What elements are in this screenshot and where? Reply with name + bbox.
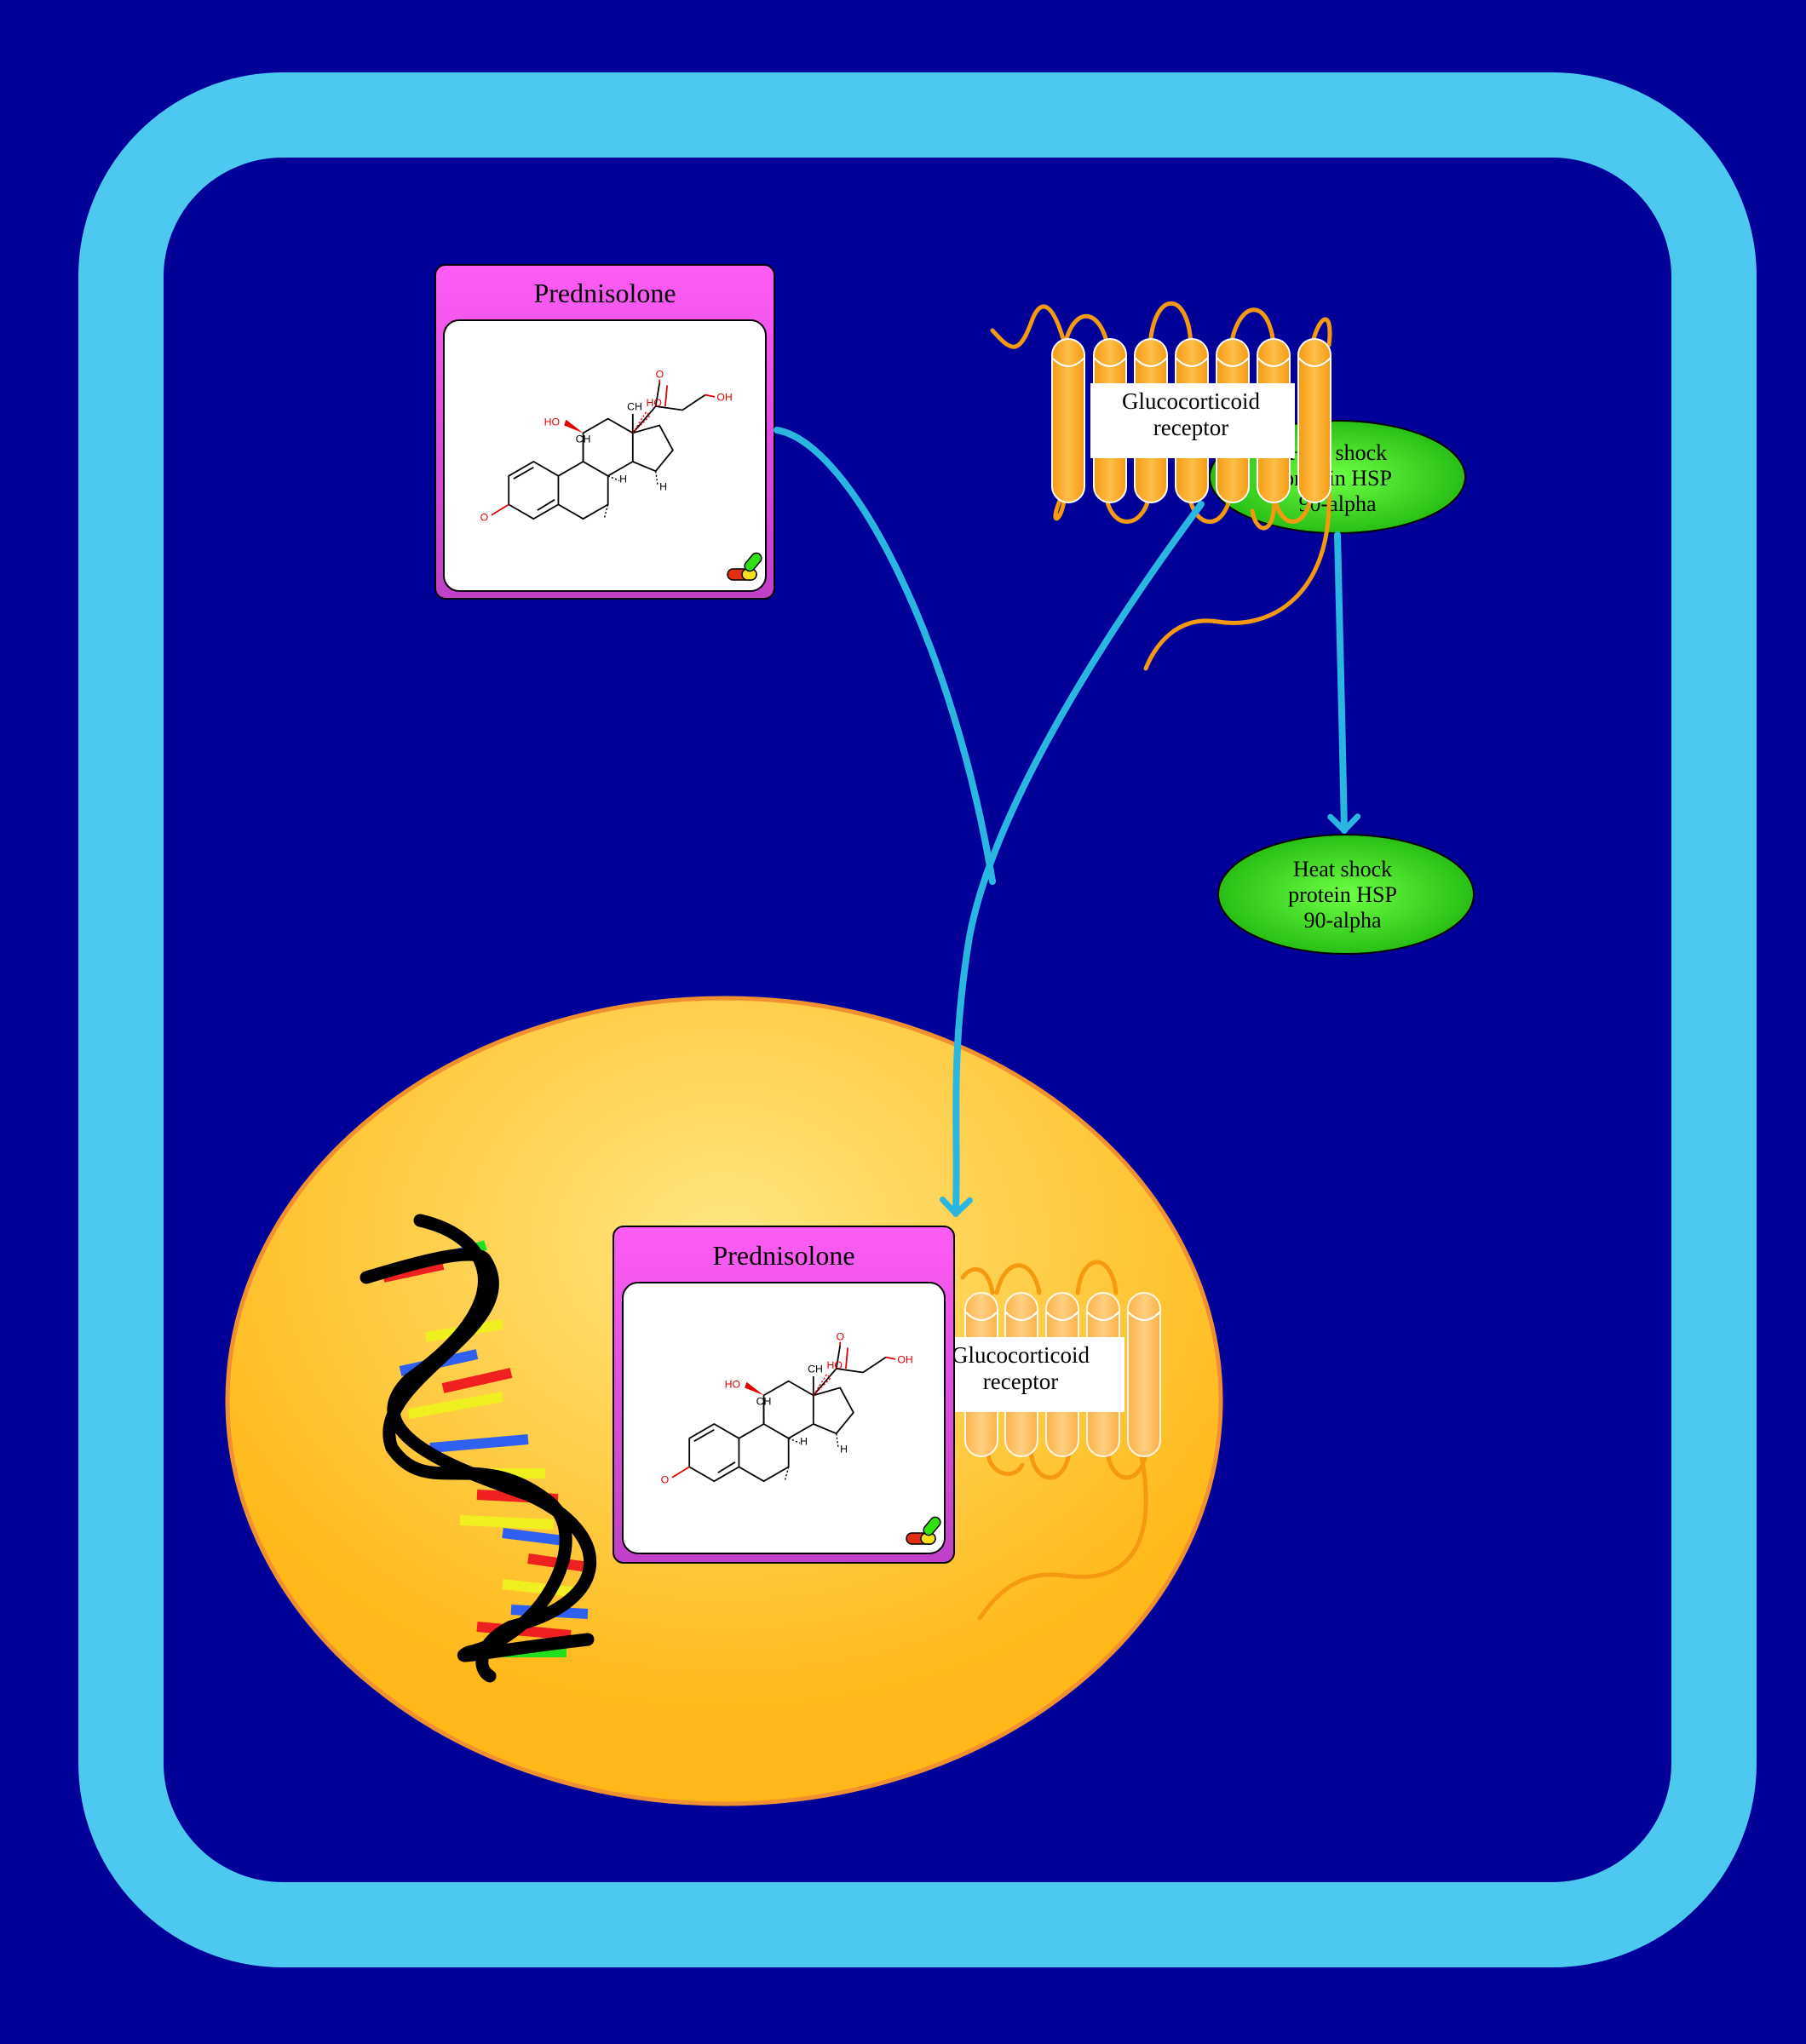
hydrogen-label-2: H bbox=[659, 481, 667, 493]
hydroxyl-label-3: OH bbox=[716, 391, 732, 403]
ketone-oxygen-label-n2: O bbox=[837, 1330, 845, 1342]
prednisolone-title-nucleus: Prednisolone bbox=[712, 1240, 854, 1271]
hsp-free-line1: Heat shock bbox=[1293, 857, 1392, 881]
hydroxyl-label-n: HO bbox=[725, 1378, 740, 1390]
hydrogen-label-n: H bbox=[800, 1436, 808, 1448]
receptor-label-line2: receptor bbox=[1153, 415, 1228, 440]
receptor-helix-caps bbox=[1051, 357, 1331, 367]
hydrogen-label-n2: H bbox=[840, 1444, 848, 1455]
prednisolone-title-cytoplasm: Prednisolone bbox=[533, 278, 676, 308]
hydroxyl-label-2: HO bbox=[646, 397, 661, 409]
dna-double-helix-icon bbox=[359, 1214, 596, 1683]
methyl-label-n: CH bbox=[756, 1396, 772, 1408]
hydroxyl-label-n2: HO bbox=[826, 1359, 842, 1371]
hydrogen-label: H bbox=[619, 474, 627, 485]
prednisolone-card-cytoplasm[interactable]: Prednisolone CH CH HO HO OH O O H H bbox=[434, 264, 775, 600]
receptor-label-line1: Glucocorticoid bbox=[1122, 388, 1260, 414]
hsp-free-line3: 90-alpha bbox=[1304, 908, 1382, 933]
receptor-helix-caps-nucleus bbox=[964, 1311, 1161, 1321]
ketone-oxygen-label: O bbox=[480, 511, 489, 523]
ketone-oxygen-label-2: O bbox=[656, 368, 664, 380]
arrows bbox=[774, 427, 1361, 1217]
hsp-free-line2: protein HSP bbox=[1288, 882, 1397, 907]
methyl-label: CH bbox=[576, 433, 591, 445]
hydroxyl-label-n3: OH bbox=[897, 1353, 912, 1365]
arrow-hsp-release[interactable] bbox=[1327, 531, 1361, 834]
receptor-label-line2-nucleus: receptor bbox=[983, 1369, 1058, 1394]
hsp-free[interactable]: Heat shock protein HSP 90-alpha bbox=[1217, 834, 1475, 955]
prednisolone-structure-nucleus: CH CH HO HO OH O O H H bbox=[661, 1330, 913, 1485]
cell-membrane bbox=[78, 72, 1757, 1967]
prednisolone-structure: CH CH HO HO OH O O H H bbox=[480, 368, 733, 523]
receptor-label-line1-nucleus: Glucocorticoid bbox=[952, 1342, 1090, 1368]
methyl-label-n2: CH bbox=[808, 1364, 823, 1375]
receptor-loops-nucleus bbox=[960, 1260, 1148, 1621]
receptor-label-box bbox=[1090, 383, 1295, 458]
glucocorticoid-receptor-cytoplasm[interactable]: Glucocorticoid receptor bbox=[990, 301, 1332, 671]
prednisolone-card-nucleus[interactable]: Prednisolone CH CH HO HO OH O O H H bbox=[613, 1226, 955, 1564]
ketone-oxygen-label-n: O bbox=[661, 1473, 670, 1485]
hydroxyl-label: HO bbox=[544, 416, 560, 428]
arrow-drug-to-nucleus[interactable] bbox=[774, 427, 996, 885]
arrow-receptor-to-nucleus[interactable] bbox=[939, 501, 1205, 1217]
methyl-label-2: CH bbox=[627, 401, 642, 413]
